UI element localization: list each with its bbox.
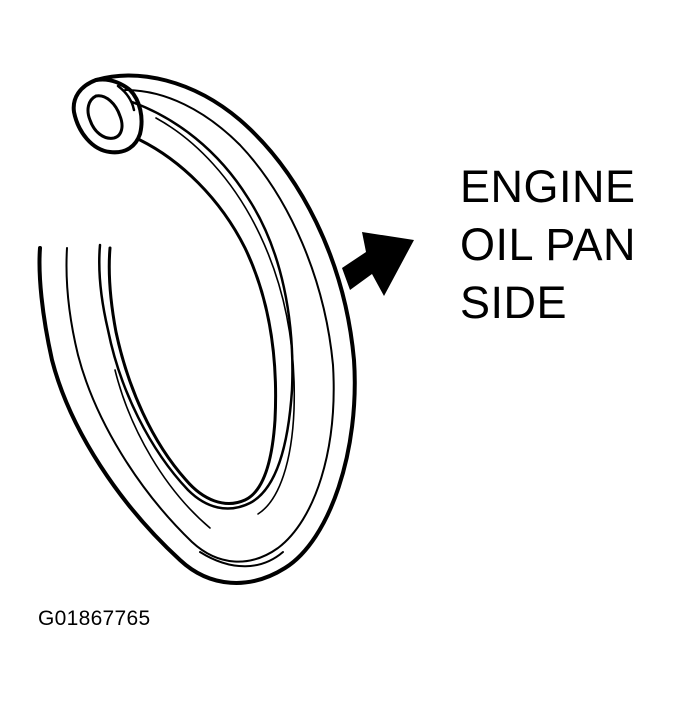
seal-end-profile-slot [86, 94, 124, 140]
seal-spring-groove-2 [114, 369, 211, 529]
seal-spring-groove-1 [155, 117, 296, 515]
seal-inner-bore-edge [107, 138, 278, 505]
seal-bottom-rim [199, 551, 284, 568]
seal-end-lip [116, 84, 136, 112]
oil-seal-ring-illustration [37, 73, 357, 585]
label-line-2: OIL PAN [460, 219, 637, 270]
oil-pan-side-label: ENGINE OIL PAN SIDE [460, 158, 636, 332]
label-line-1: ENGINE [460, 161, 636, 212]
seal-end-profile-outer [71, 77, 144, 155]
direction-arrow-icon [342, 232, 414, 296]
seal-outer-inner-edge [65, 89, 335, 563]
label-line-3: SIDE [460, 277, 568, 328]
figure-id: G01867765 [38, 607, 151, 630]
seal-main-groove [98, 100, 294, 510]
seal-outer-edge [37, 73, 357, 585]
